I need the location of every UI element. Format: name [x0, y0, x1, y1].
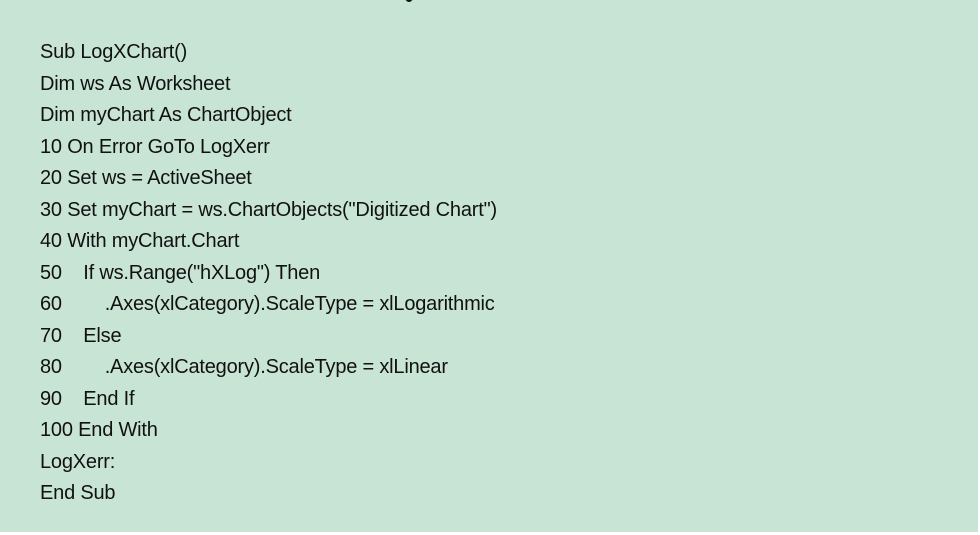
code-line-3: Dim myChart As ChartObject	[40, 104, 292, 126]
code-line-13: 100 End With	[40, 419, 158, 441]
code-line-10: 70 Else	[40, 324, 122, 347]
code-line-1: Sub LogXChart()	[40, 41, 188, 63]
code-line-5: 20 Set ws = ActiveSheet	[40, 167, 252, 189]
code-line-14: LogXerr:	[40, 450, 116, 473]
code-line-4: 10 On Error GoTo LogXerr	[40, 135, 270, 158]
code-line-2: Dim ws As Worksheet	[40, 72, 231, 95]
code-line-7: 40 With myChart.Chart	[40, 230, 240, 252]
code-line-6: 30 Set myChart = ws.ChartObjects("Digiti…	[40, 198, 497, 221]
code-line-9: 60 .Axes(xlCategory).ScaleType = xlLogar…	[40, 293, 495, 315]
vba-code-listing: Sub LogXChart() Dim ws As Worksheet Dim …	[40, 37, 497, 510]
code-line-8: 50 If ws.Range("hXLog") Then	[40, 261, 321, 284]
code-line-11: 80 .Axes(xlCategory).ScaleType = xlLinea…	[40, 356, 448, 378]
clipped-heading-glyph-mark	[404, 0, 414, 2]
clipped-heading-glyph	[398, 0, 420, 6]
code-line-15: End Sub	[40, 482, 116, 504]
code-line-12: 90 End If	[40, 387, 135, 410]
